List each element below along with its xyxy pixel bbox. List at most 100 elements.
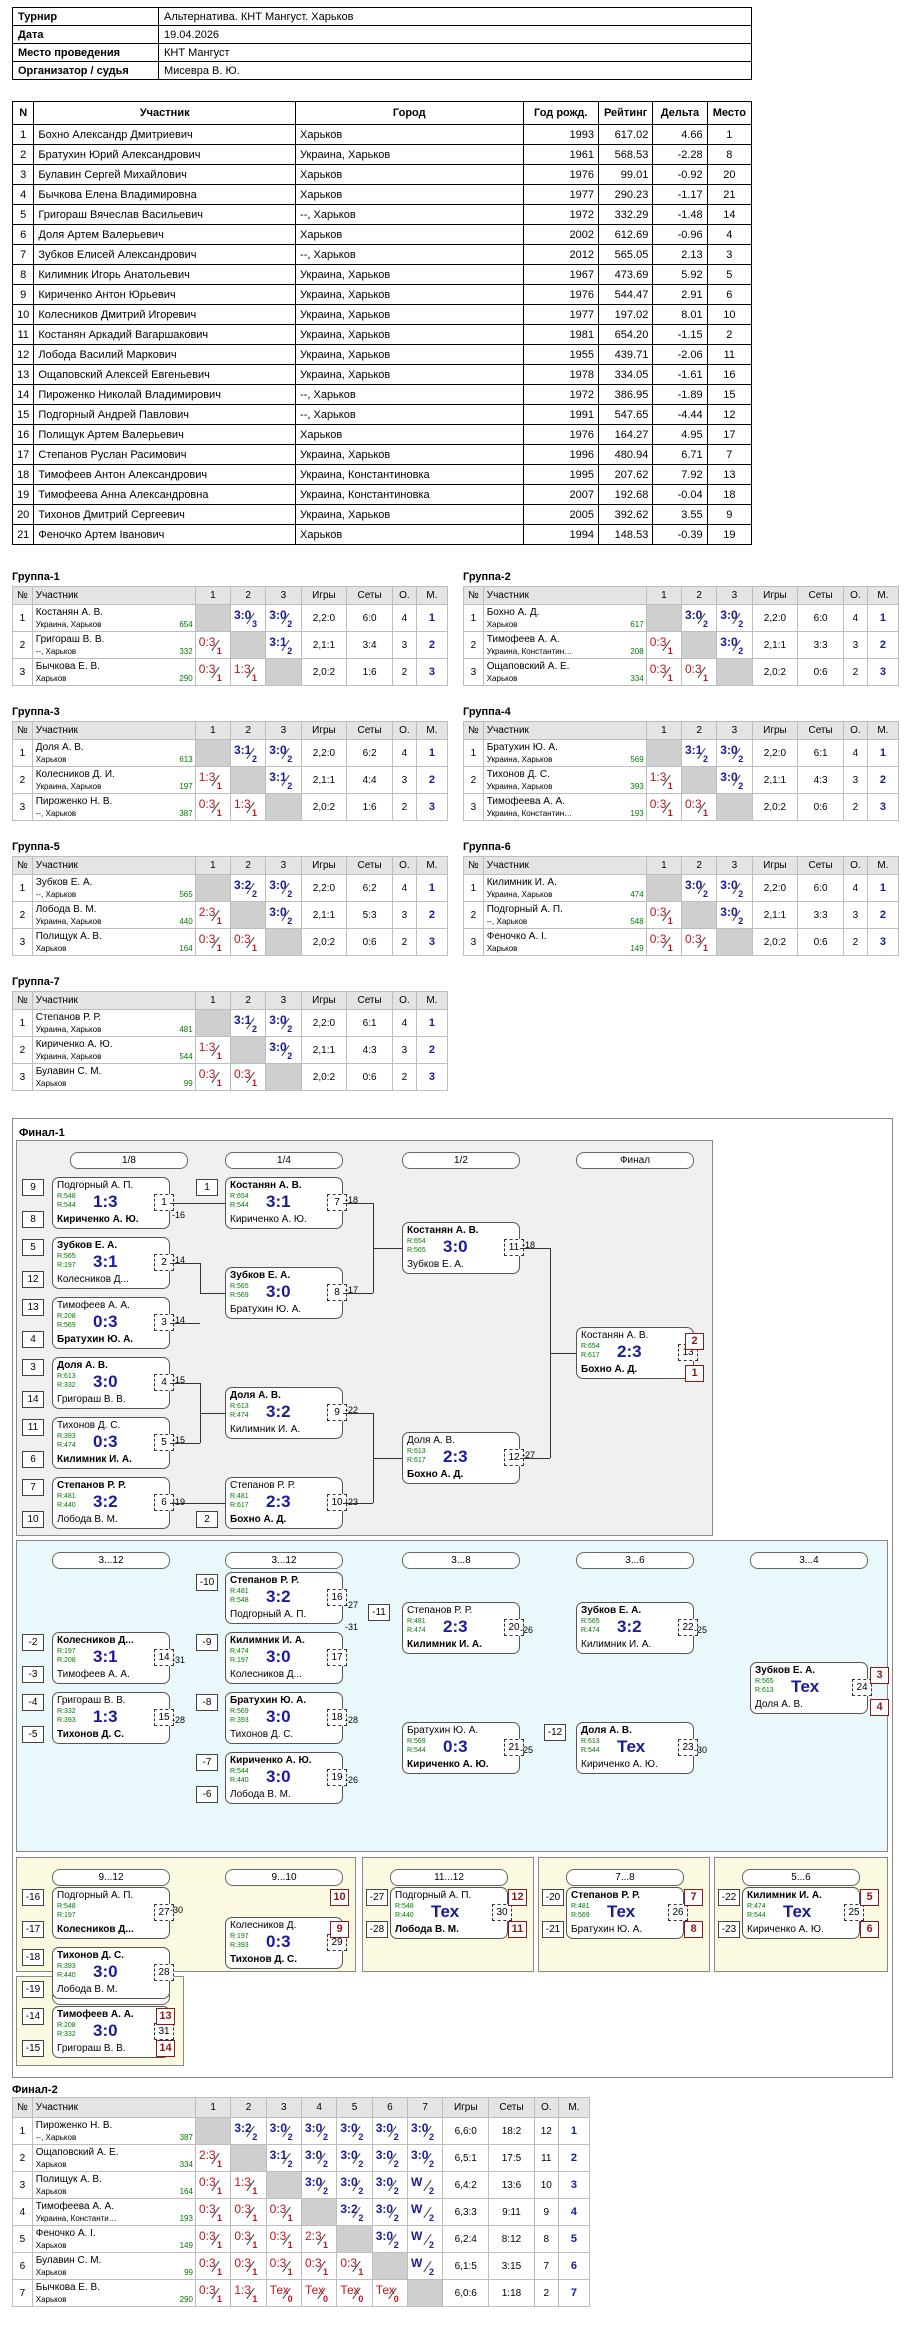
match-score: 0:3 — [649, 662, 667, 676]
column-header: № — [463, 721, 484, 740]
stat-s: 3:3 — [797, 901, 844, 929]
match-score: 0:3 — [269, 2202, 287, 2216]
row-number: 2 — [12, 766, 33, 794]
table-cell: 2 — [706, 324, 753, 345]
match-number: 1 — [154, 1194, 174, 1211]
player-name: Пироженко Н. В. — [35, 2120, 113, 2131]
connector — [170, 1503, 225, 1504]
player-b: Братухин Ю. А. — [57, 1334, 134, 1345]
rating-a: R:481 — [407, 1618, 426, 1625]
rating-a: R:393 — [57, 1433, 76, 1440]
stage-header: 3...8 — [402, 1552, 520, 1569]
column-header: Игры — [300, 586, 348, 605]
rating-a: R:481 — [57, 1493, 76, 1500]
column-header: 2 — [229, 991, 267, 1010]
table-cell: 19 — [11, 484, 35, 505]
seed-box: 3 — [22, 1359, 44, 1376]
match-number: 23 — [678, 1739, 698, 1756]
table-cell: 21 — [706, 184, 753, 205]
table-cell: 7.92 — [652, 464, 708, 485]
rating-a: R:565 — [755, 1678, 774, 1685]
score-cell — [716, 928, 753, 956]
table-cell: 13 — [706, 464, 753, 485]
match-score: 0:3 — [198, 2229, 216, 2243]
connector — [520, 1458, 550, 1459]
seed-box: -27 — [366, 1889, 388, 1906]
match-score: 0:3 — [93, 1432, 118, 1451]
player-city: Украина, Константин… — [486, 647, 573, 656]
table-cell: 1976 — [522, 284, 599, 305]
stat-s: 6:0 — [797, 874, 844, 902]
column-header: О. — [842, 856, 868, 875]
seed-box: -22 — [718, 1889, 740, 1906]
match-score: 3:0 — [375, 2148, 394, 2162]
seed-box: -15 — [22, 2040, 44, 2057]
stage-header: 7...8 — [566, 1869, 684, 1886]
connector — [200, 1293, 225, 1294]
table-cell: 3 — [11, 164, 35, 185]
player-city: Харьков — [35, 755, 67, 764]
seed-box: -19 — [22, 1981, 44, 1998]
stat-g: 2,1:1 — [751, 631, 799, 659]
score-cell — [229, 901, 267, 929]
match-points: 1 — [252, 1078, 258, 1088]
player-a: Костанян А. В. — [230, 1180, 302, 1191]
column-header: 1 — [645, 586, 683, 605]
place-marker: 12 — [508, 1889, 527, 1906]
column-header: Сеты — [797, 856, 844, 875]
rating-b: R:440 — [230, 1777, 249, 1784]
match-score: 2:3 — [198, 905, 216, 919]
match-number: 24 — [852, 1679, 872, 1696]
match-score: 3:0 — [93, 2021, 118, 2040]
seed-box: -20 — [542, 1889, 564, 1906]
place-marker: 5 — [860, 1889, 879, 1906]
row-number: 1 — [12, 874, 33, 902]
player-rating: 569 — [630, 755, 644, 764]
stat-g: 2,2:0 — [300, 604, 348, 632]
stat-o: 3 — [391, 631, 417, 659]
seed-box: -12 — [544, 1724, 566, 1741]
group-title: Группа-5 — [12, 841, 60, 853]
match-points: 2 — [429, 2267, 435, 2277]
table-cell: Украина, Харьков — [295, 304, 524, 325]
table-cell: 439.71 — [597, 344, 654, 365]
score-cell — [645, 874, 683, 902]
match-points: 1 — [216, 2267, 222, 2277]
rating-b: R:440 — [57, 1972, 76, 1979]
stat-m: 1 — [415, 1009, 449, 1037]
match-points: 1 — [323, 2267, 329, 2277]
match-score: 0:3 — [234, 932, 251, 946]
connector — [373, 1458, 374, 1503]
match-number: 11 — [504, 1239, 524, 1256]
match-points: 2 — [358, 2213, 364, 2223]
table-cell: 612.69 — [597, 224, 654, 245]
stat-s: 4:3 — [797, 766, 844, 794]
table-cell: Украина, Харьков — [295, 324, 524, 345]
column-header: Игры — [442, 2097, 490, 2118]
score-cell — [194, 874, 232, 902]
match-number: 27 — [154, 1904, 174, 1921]
player-b: Тихонов Д. С. — [230, 1729, 294, 1740]
score-cell — [645, 604, 683, 632]
stat-g: 2,2:0 — [300, 1009, 348, 1037]
stage-header: 3...12 — [225, 1552, 343, 1569]
player-b: Лобода В. М. — [395, 1924, 459, 1935]
table-cell: 3 — [706, 244, 753, 265]
